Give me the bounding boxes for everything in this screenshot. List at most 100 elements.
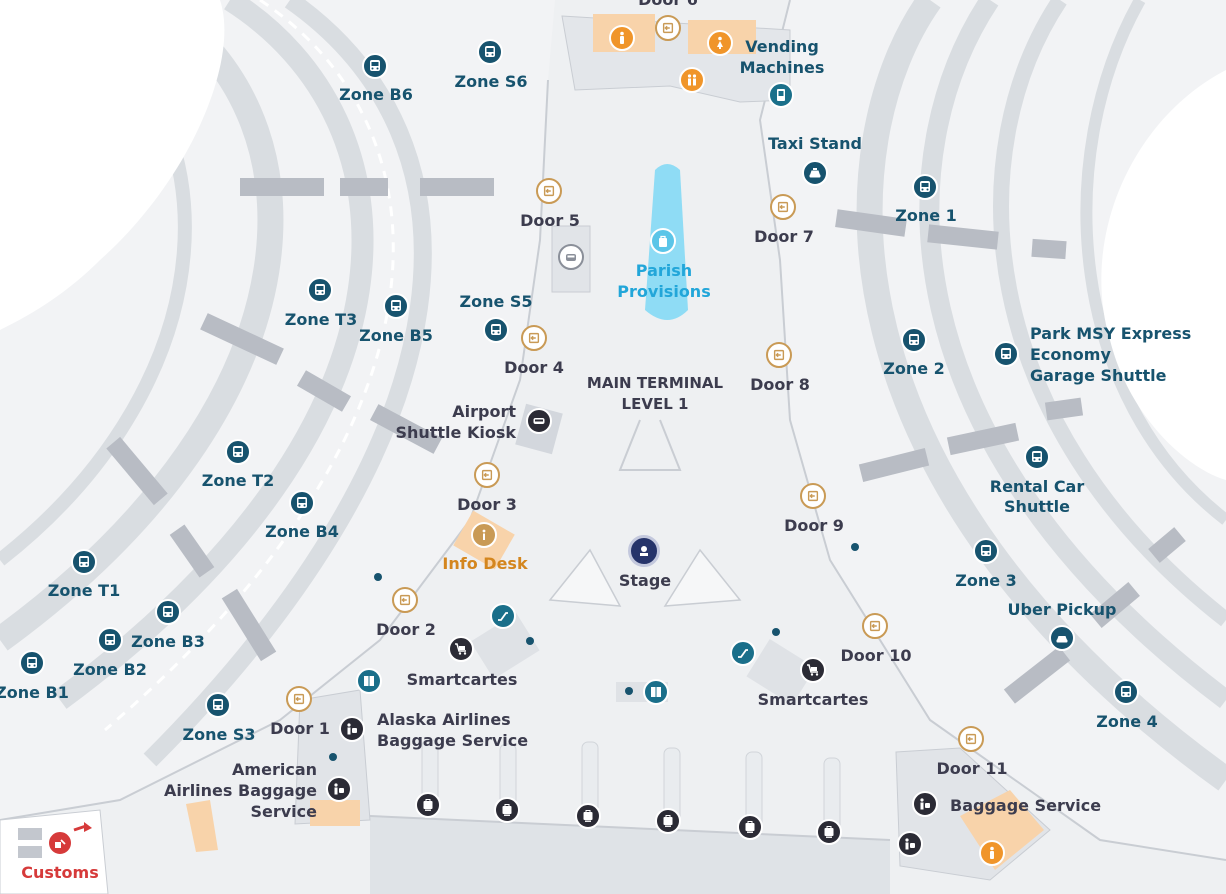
door-exit-icon[interactable]	[800, 483, 826, 509]
zone-b4-label: Zone B4	[265, 522, 339, 541]
baggage-service-icon[interactable]	[897, 831, 923, 857]
door-exit-icon[interactable]	[958, 726, 984, 752]
escalator-icon[interactable]	[730, 640, 756, 666]
taxi-icon[interactable]	[802, 160, 828, 186]
stage-label: Stage	[618, 571, 672, 590]
map-dot	[625, 687, 633, 695]
luggage-cart-icon[interactable]	[448, 636, 474, 662]
baggage-claim-icon[interactable]	[655, 808, 681, 834]
bus-icon[interactable]	[155, 599, 181, 625]
zone-t3-label: Zone T3	[284, 310, 358, 329]
door-exit-icon[interactable]	[766, 342, 792, 368]
door-exit-icon[interactable]	[286, 686, 312, 712]
door-8-label: Door 8	[750, 375, 810, 394]
map-dot	[526, 637, 534, 645]
zone-4-label: Zone 4	[1096, 712, 1158, 731]
zone-b2-label: Zone B2	[73, 660, 147, 679]
uber-pickup-label: Uber Pickup	[1007, 600, 1117, 619]
bus-icon[interactable]	[19, 650, 45, 676]
taxi-stand-label: Taxi Stand	[768, 134, 862, 153]
bus-icon[interactable]	[97, 627, 123, 653]
bus-icon[interactable]	[225, 439, 251, 465]
food-icon[interactable]	[650, 228, 676, 254]
luggage-cart-icon[interactable]	[800, 657, 826, 683]
park-msy-label-line3: Garage Shuttle	[1030, 366, 1167, 385]
family-restroom-icon[interactable]	[679, 67, 705, 93]
map-dot	[329, 753, 337, 761]
baggage-claim-icon[interactable]	[575, 803, 601, 829]
parish-provisions-label-line1: Parish	[635, 261, 693, 280]
zone-1-label: Zone 1	[895, 206, 957, 225]
rental-car-shuttle-label-line2: Shuttle	[1004, 497, 1070, 516]
main-terminal-label-line2: LEVEL 1	[621, 395, 689, 413]
alaska-baggage-label-line2: Baggage Service	[377, 731, 529, 750]
vending-machine-icon[interactable]	[768, 82, 794, 108]
restroom-women-icon[interactable]	[707, 30, 733, 56]
bus-icon[interactable]	[912, 174, 938, 200]
door-9-label: Door 9	[784, 516, 844, 535]
door-exit-icon[interactable]	[655, 15, 681, 41]
bus-icon[interactable]	[483, 317, 509, 343]
door-3-label: Door 3	[457, 495, 517, 514]
bus-icon[interactable]	[901, 327, 927, 353]
restroom-men-icon[interactable]	[979, 840, 1005, 866]
bus-icon[interactable]	[205, 692, 231, 718]
bus-icon[interactable]	[362, 53, 388, 79]
door-7-label: Door 7	[754, 227, 814, 246]
alaska-baggage-label-line1: Alaska Airlines	[377, 710, 511, 729]
bus-icon[interactable]	[289, 490, 315, 516]
elevator-icon[interactable]	[643, 679, 669, 705]
baggage-claim-icon[interactable]	[816, 819, 842, 845]
bus-icon[interactable]	[307, 277, 333, 303]
baggage-service-label: Baggage Service	[950, 796, 1102, 815]
shuttle-kiosk-icon[interactable]	[526, 408, 552, 434]
info-icon[interactable]	[471, 522, 497, 548]
zone-s6-label: Zone S6	[454, 72, 528, 91]
restroom-men-icon[interactable]	[609, 25, 635, 51]
american-baggage-label-line2: Airlines Baggage	[163, 781, 317, 800]
bus-icon[interactable]	[71, 549, 97, 575]
bus-icon[interactable]	[993, 341, 1019, 367]
door-exit-icon[interactable]	[862, 613, 888, 639]
baggage-service-icon[interactable]	[912, 791, 938, 817]
baggage-service-icon[interactable]	[326, 776, 352, 802]
airport-shuttle-kiosk-label-line1: Airport	[452, 402, 516, 421]
park-msy-label-line1: Park MSY Express	[1030, 324, 1192, 343]
bus-icon[interactable]	[383, 293, 409, 319]
parish-provisions-label-line2: Provisions	[617, 282, 711, 301]
door-exit-icon[interactable]	[392, 587, 418, 613]
bus-icon[interactable]	[973, 538, 999, 564]
zone-b6-label: Zone B6	[339, 85, 413, 104]
main-terminal-label-line1: MAIN TERMINAL	[586, 374, 724, 392]
door-exit-icon[interactable]	[536, 178, 562, 204]
door-11-label: Door 11	[936, 759, 1008, 778]
baggage-claim-icon[interactable]	[494, 797, 520, 823]
baggage-claim-icon[interactable]	[737, 814, 763, 840]
map-dot	[374, 573, 382, 581]
zone-b5-label: Zone B5	[359, 326, 433, 345]
map-dot	[851, 543, 859, 551]
bus-icon[interactable]	[477, 39, 503, 65]
stage-icon[interactable]	[628, 535, 660, 567]
door-exit-icon[interactable]	[474, 462, 500, 488]
zone-t1-label: Zone T1	[47, 581, 121, 600]
zone-b3-label: Zone B3	[131, 632, 205, 651]
zone-2-label: Zone 2	[883, 359, 945, 378]
bus-icon[interactable]	[1113, 679, 1139, 705]
customs-icon[interactable]	[47, 830, 73, 856]
door-exit-icon[interactable]	[521, 325, 547, 351]
zone-s3-label: Zone S3	[182, 725, 256, 744]
american-baggage-label-line3: Service	[250, 802, 317, 821]
door-exit-icon[interactable]	[770, 194, 796, 220]
escalator-icon[interactable]	[490, 603, 516, 629]
shuttle-icon[interactable]	[558, 244, 584, 270]
vending-machines-label-line2: Machines	[739, 58, 825, 77]
elevator-icon[interactable]	[356, 668, 382, 694]
bus-icon[interactable]	[1024, 444, 1050, 470]
car-icon[interactable]	[1049, 625, 1075, 651]
baggage-claim-icon[interactable]	[415, 792, 441, 818]
baggage-service-icon[interactable]	[339, 716, 365, 742]
zone-3-label: Zone 3	[955, 571, 1017, 590]
door-10-label: Door 10	[840, 646, 912, 665]
